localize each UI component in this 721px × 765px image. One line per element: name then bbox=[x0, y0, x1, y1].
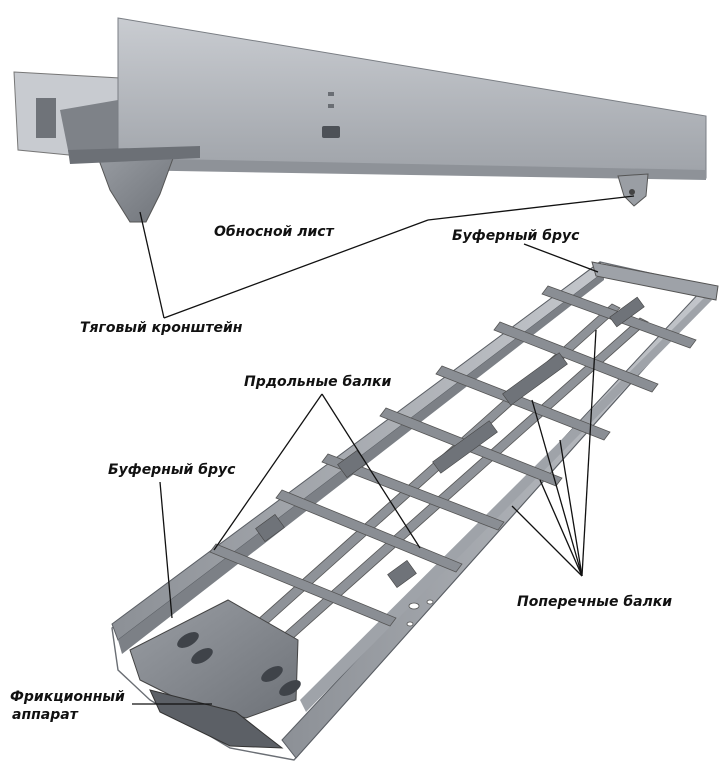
draft-bracket-top bbox=[68, 146, 200, 164]
leader-prodolnye-b bbox=[321, 393, 421, 549]
side-sheet bbox=[117, 17, 707, 179]
cross-beam bbox=[493, 321, 659, 393]
buffer-beam-end bbox=[129, 599, 299, 719]
label-bufer-left: Буферный брус bbox=[108, 462, 236, 478]
gusset-plate bbox=[387, 560, 417, 588]
buffer-hole bbox=[177, 632, 199, 648]
label-friktsionny-line2: аппарат bbox=[12, 707, 78, 723]
gusset-plates bbox=[255, 296, 645, 588]
gusset-plate bbox=[432, 420, 498, 474]
gusset-plate bbox=[502, 352, 568, 406]
side-hole bbox=[406, 621, 414, 627]
side-beam-assembly bbox=[13, 17, 707, 223]
right-bracket-hole bbox=[629, 189, 635, 195]
cross-beam bbox=[275, 489, 463, 573]
leader-tyagovy-c bbox=[427, 195, 635, 221]
label-bufer-top: Буферный брус bbox=[452, 228, 580, 244]
sheet-mark-a bbox=[328, 92, 334, 96]
label-poperechnye-balki: Поперечные балки bbox=[517, 594, 673, 610]
label-friktsionny-line1: Фрикционный bbox=[10, 689, 125, 705]
leader-poperechnye-a bbox=[531, 399, 583, 577]
buffer-beam-holes bbox=[177, 632, 301, 696]
gusset-plate bbox=[255, 514, 285, 542]
beam-end-window bbox=[36, 98, 56, 138]
side-beam-holes bbox=[406, 599, 434, 627]
leader-bufer-left bbox=[159, 481, 173, 619]
leader-tyagovy-a bbox=[139, 211, 165, 319]
frame-assembly bbox=[111, 261, 719, 761]
buffer-hole bbox=[261, 666, 283, 682]
cross-beam bbox=[209, 543, 397, 627]
buffer-hole bbox=[191, 648, 213, 664]
leader-poperechnye-e bbox=[539, 479, 583, 577]
leader-poperechnye-d bbox=[511, 505, 583, 577]
leader-poperechnye-b bbox=[559, 439, 583, 577]
side-beam-right-web bbox=[300, 296, 712, 712]
beam-end-bracket bbox=[60, 100, 118, 160]
sheet-mark-b bbox=[328, 104, 334, 108]
leader-bufer-top bbox=[523, 243, 599, 273]
label-obnosnoy-list: Обносной лист bbox=[214, 224, 334, 240]
gusset-plate bbox=[609, 296, 645, 328]
cross-beam bbox=[321, 453, 505, 531]
buffer-hole bbox=[279, 680, 301, 696]
label-prodolnye-balki: Прдольные балки bbox=[244, 374, 392, 390]
leader-poperechnye-c bbox=[581, 329, 597, 577]
leader-prodolnye-a bbox=[213, 393, 323, 551]
side-hole bbox=[408, 602, 420, 610]
label-tyagovy-kronshtein: Тяговый кронштейн bbox=[80, 320, 243, 336]
leader-lines bbox=[132, 195, 635, 705]
side-hole bbox=[426, 599, 434, 605]
leader-tyagovy-b bbox=[163, 219, 429, 319]
sheet-slot bbox=[322, 126, 340, 138]
cross-beam bbox=[435, 365, 611, 441]
side-sheet-bottom bbox=[118, 158, 706, 180]
